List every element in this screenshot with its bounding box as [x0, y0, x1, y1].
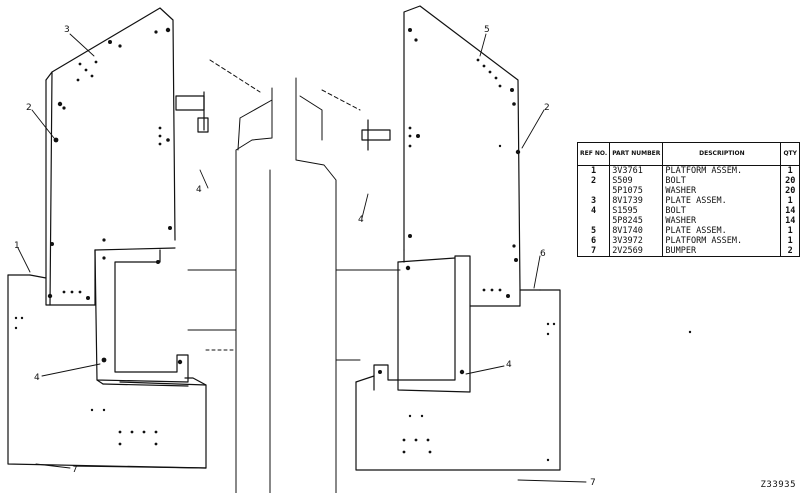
part-number-cell: 5P1075	[609, 186, 664, 196]
table-row: 7 2V2569 BUMPER 2	[576, 246, 800, 257]
table-row: 6 3V3972 PLATFORM ASSEM. 1	[576, 236, 800, 246]
part-number-cell: S1595	[609, 206, 664, 216]
parts-list-table: REF NO. PART NUMBER DESCRIPTION QTY 1 3V…	[576, 142, 800, 257]
right-platform	[355, 289, 561, 471]
header-ref-no: REF NO.	[576, 142, 611, 166]
qty-cell: 1	[780, 196, 800, 206]
table-row: 4 S1595 BOLT 14	[576, 206, 800, 216]
callout-4-right-mid: 4	[358, 215, 364, 225]
callout-4-right-low: 4	[506, 360, 512, 370]
left-hinge-pin	[175, 91, 209, 133]
qty-cell: 1	[780, 165, 800, 176]
description-cell: WASHER	[662, 216, 782, 226]
right-bracket	[373, 255, 471, 393]
qty-cell: 1	[780, 226, 800, 236]
left-center-column	[187, 59, 273, 493]
callout-numbers: 3 2 1 4 4 7 5 2 4 6 4 7	[14, 25, 596, 488]
left-bracket	[94, 249, 189, 387]
hole-pattern	[14, 27, 692, 462]
callout-7-left: 7	[72, 465, 78, 475]
drawing-number: Z33935	[760, 480, 796, 490]
parts-list-header: REF NO. PART NUMBER DESCRIPTION QTY	[576, 142, 800, 166]
table-row: 5P8245 WASHER 14	[576, 216, 800, 226]
right-central-column	[295, 77, 401, 493]
ref-cell: 3	[576, 196, 611, 206]
leader-lines	[17, 33, 587, 483]
header-part-number: PART NUMBER	[609, 142, 664, 166]
table-row: 3 8V1739 PLATE ASSEM. 1	[576, 196, 800, 206]
ref-cell: 7	[576, 246, 611, 257]
callout-4-left-low: 4	[34, 373, 40, 383]
part-number-cell: 8V1739	[609, 196, 664, 206]
table-row: 5P1075 WASHER 20	[576, 186, 800, 196]
description-cell: PLATE ASSEM.	[662, 226, 782, 236]
part-number-cell: S509	[609, 176, 664, 186]
callout-1-left: 1	[14, 241, 20, 251]
qty-cell: 14	[780, 206, 800, 216]
description-cell: BOLT	[662, 206, 782, 216]
callout-4-left-mid: 4	[196, 185, 202, 195]
qty-cell: 20	[780, 176, 800, 186]
right-hinge-pin	[361, 119, 391, 151]
callout-7-right: 7	[590, 478, 596, 488]
ref-cell: 4	[576, 206, 611, 216]
header-qty: QTY	[780, 142, 800, 166]
qty-cell: 2	[780, 246, 800, 257]
header-description: DESCRIPTION	[662, 142, 782, 166]
part-number-cell: 5P8245	[609, 216, 664, 226]
ref-cell: 6	[576, 236, 611, 246]
left-platform	[7, 274, 207, 469]
table-row: 5 8V1740 PLATE ASSEM. 1	[576, 226, 800, 236]
ref-cell	[576, 186, 611, 196]
description-cell: BUMPER	[662, 246, 782, 257]
ref-cell: 2	[576, 176, 611, 186]
part-number-cell: 3V3972	[609, 236, 664, 246]
table-row: 2 S509 BOLT 20	[576, 176, 800, 186]
qty-cell: 14	[780, 216, 800, 226]
description-cell: PLATFORM ASSEM.	[662, 236, 782, 246]
qty-cell: 20	[780, 186, 800, 196]
callout-2-right: 2	[544, 103, 550, 113]
description-cell: BOLT	[662, 176, 782, 186]
right-upper-plate	[403, 5, 541, 291]
left-upper-plate	[45, 7, 176, 306]
callout-2-left: 2	[26, 103, 32, 113]
ref-cell: 5	[576, 226, 611, 236]
description-cell: PLATFORM ASSEM.	[662, 165, 782, 176]
callout-5-right: 5	[484, 25, 490, 35]
table-row: 1 3V3761 PLATFORM ASSEM. 1	[576, 165, 800, 176]
callout-3-left: 3	[64, 25, 70, 35]
callout-6-right: 6	[540, 249, 546, 259]
part-number-cell: 8V1740	[609, 226, 664, 236]
part-number-cell: 2V2569	[609, 246, 664, 257]
part-number-cell: 3V3761	[609, 165, 664, 176]
ref-cell: 1	[576, 165, 611, 176]
ref-cell	[576, 216, 611, 226]
qty-cell: 1	[780, 236, 800, 246]
description-cell: PLATE ASSEM.	[662, 196, 782, 206]
description-cell: WASHER	[662, 186, 782, 196]
